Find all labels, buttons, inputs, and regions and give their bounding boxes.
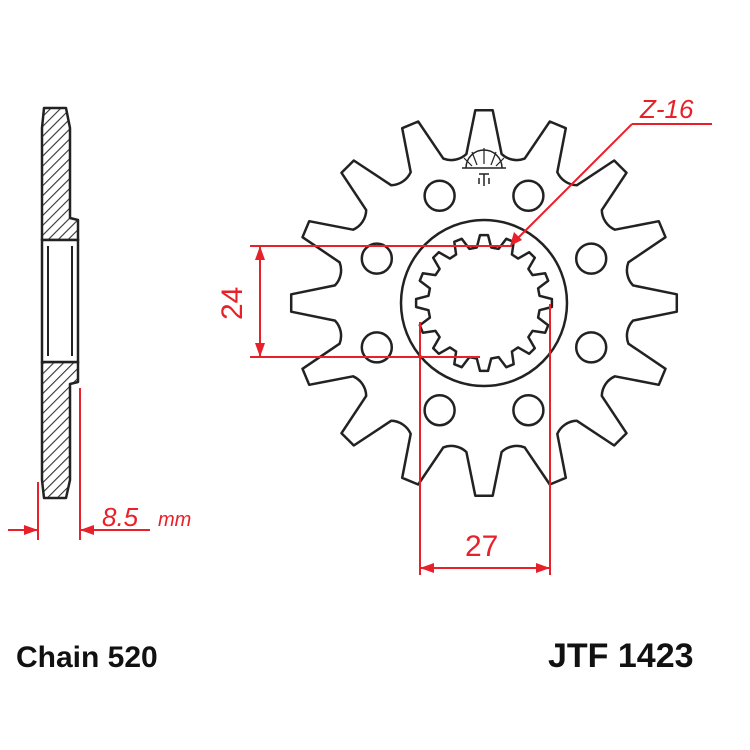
bolt-hole [423, 179, 456, 213]
teeth-count-callout: Z-16 [510, 94, 712, 246]
bolt-hole [360, 242, 394, 275]
bolt-hole [574, 331, 608, 364]
bolt-hole [360, 331, 394, 364]
height-arrow-top [255, 246, 265, 260]
thickness-arrow-left [24, 525, 38, 535]
jt-sunrise-logo-icon [462, 148, 506, 186]
teeth-count-label: Z-16 [639, 94, 694, 124]
sprocket-front-view [289, 108, 679, 498]
thickness-dimension: 8.5 mm [8, 388, 191, 540]
part-number: JTF 1423 [548, 637, 694, 675]
profile-lower-section [40, 360, 80, 500]
bolt-hole [423, 393, 456, 427]
height-value: 24 [216, 287, 249, 320]
hub-circle [399, 218, 569, 388]
teeth-leader-diagonal [513, 123, 633, 243]
teeth-leader-arrow [510, 232, 522, 246]
side-profile [40, 106, 80, 500]
spline-bore [414, 233, 554, 373]
width-arrow-left [420, 563, 434, 573]
height-arrow-bottom [255, 343, 265, 357]
thickness-arrow-right [80, 525, 94, 535]
thickness-unit: mm [158, 509, 191, 531]
width-arrow-right [536, 563, 550, 573]
bolt-hole [512, 179, 545, 213]
width-dimension: 27 [419, 304, 551, 575]
thickness-value: 8.5 [102, 502, 139, 532]
bolt-hole [574, 242, 608, 275]
bolt-holes [360, 179, 608, 427]
width-value: 27 [465, 530, 498, 563]
bolt-hole [512, 393, 545, 427]
profile-upper-section [40, 106, 80, 242]
chain-label: Chain 520 [16, 641, 158, 674]
height-dimension: 24 [216, 245, 512, 358]
